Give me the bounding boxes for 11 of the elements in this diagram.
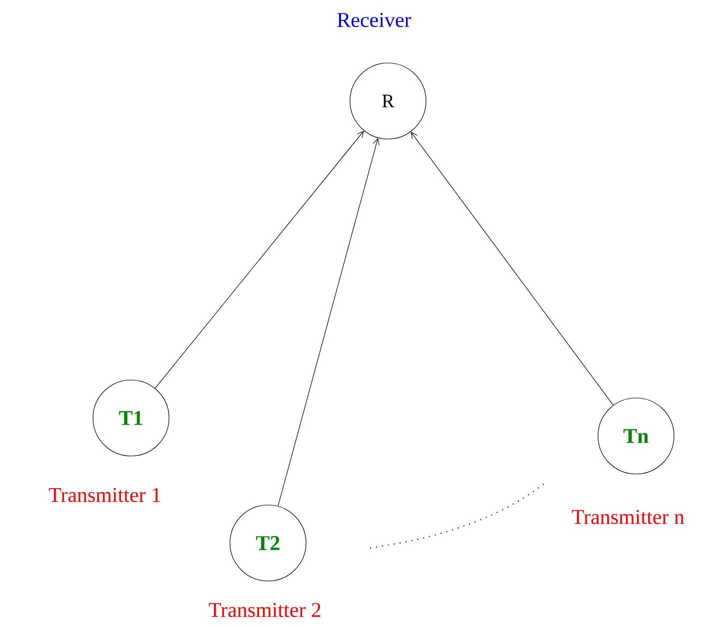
arrow bbox=[278, 138, 380, 506]
arrow bbox=[410, 132, 614, 406]
circle-node: Tn bbox=[598, 398, 674, 474]
node-caption: Receiver bbox=[337, 12, 412, 28]
circle-node: R bbox=[350, 62, 426, 140]
circle-node: T1 bbox=[92, 380, 170, 456]
circle-node: T2 bbox=[230, 504, 306, 582]
arrow bbox=[154, 130, 364, 389]
node-caption: Transmitter 2 bbox=[208, 602, 320, 618]
node-caption: Transmitter n bbox=[572, 510, 684, 524]
node-caption: Transmitter 1 bbox=[48, 488, 160, 502]
